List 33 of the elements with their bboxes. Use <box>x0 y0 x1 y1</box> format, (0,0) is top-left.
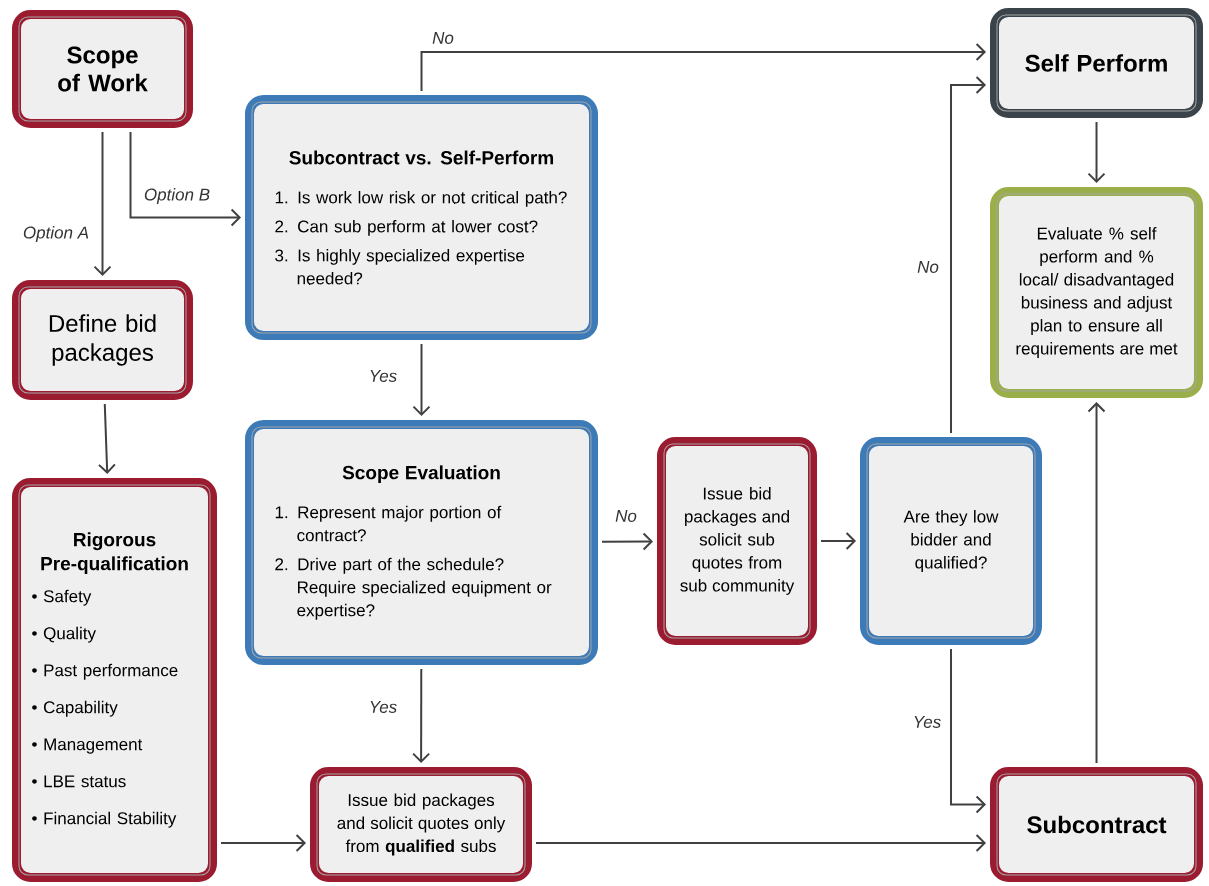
edge-label: Yes <box>370 370 397 382</box>
edge-label: Yes <box>914 716 941 728</box>
arrow <box>820 532 856 550</box>
arrow <box>420 43 986 92</box>
arrow <box>1087 402 1106 764</box>
arrow <box>950 76 986 434</box>
edge-label: No <box>432 32 454 44</box>
process-box: Define bid packages <box>12 280 193 400</box>
arrow <box>1087 121 1106 183</box>
arrow <box>601 532 653 551</box>
arrow <box>93 131 112 276</box>
process-box: Scope Evaluation 1. Represent major portion of contract? 2. Drive part of the schedule? Require specialized equipment or expertise? <box>245 420 598 665</box>
process-box: Scope of Work <box>12 10 193 128</box>
process-box: Subcontract <box>990 767 1203 882</box>
process-box: Are they low bidder and qualified? <box>860 437 1042 645</box>
arrow <box>412 668 431 763</box>
arrow <box>220 834 306 852</box>
edge-label: No <box>917 261 939 273</box>
process-box: Issue bid packages and solicit sub quotes from sub community <box>657 437 817 645</box>
arrow <box>950 648 986 814</box>
process-box: Rigorous Pre-qualification • Safety • Quality • Past performance • Capability • Management • LBE status • Financial Stability <box>12 478 217 882</box>
process-box: Subcontract vs. Self-Perform 1. Is work low risk or not critical path? 2. Can sub perform at lower cost? 3. Is highly specialized expertise needed? <box>245 95 598 340</box>
edge-label: Yes <box>370 701 397 713</box>
edge-label: No <box>615 510 637 522</box>
process-box: Evaluate % self perform and % local/ disadvantaged business and adjust plan to ensure all requirements are met <box>990 187 1203 398</box>
arrow <box>97 403 116 474</box>
arrow <box>535 834 986 852</box>
edge-label: Option B <box>144 188 210 204</box>
process-box: Issue bid packages and solicit quotes only from qualified subs <box>310 767 532 882</box>
arrow <box>129 131 241 227</box>
edge-label: Option A <box>23 226 89 242</box>
arrow <box>412 343 431 416</box>
process-box: Self Perform <box>990 8 1203 118</box>
